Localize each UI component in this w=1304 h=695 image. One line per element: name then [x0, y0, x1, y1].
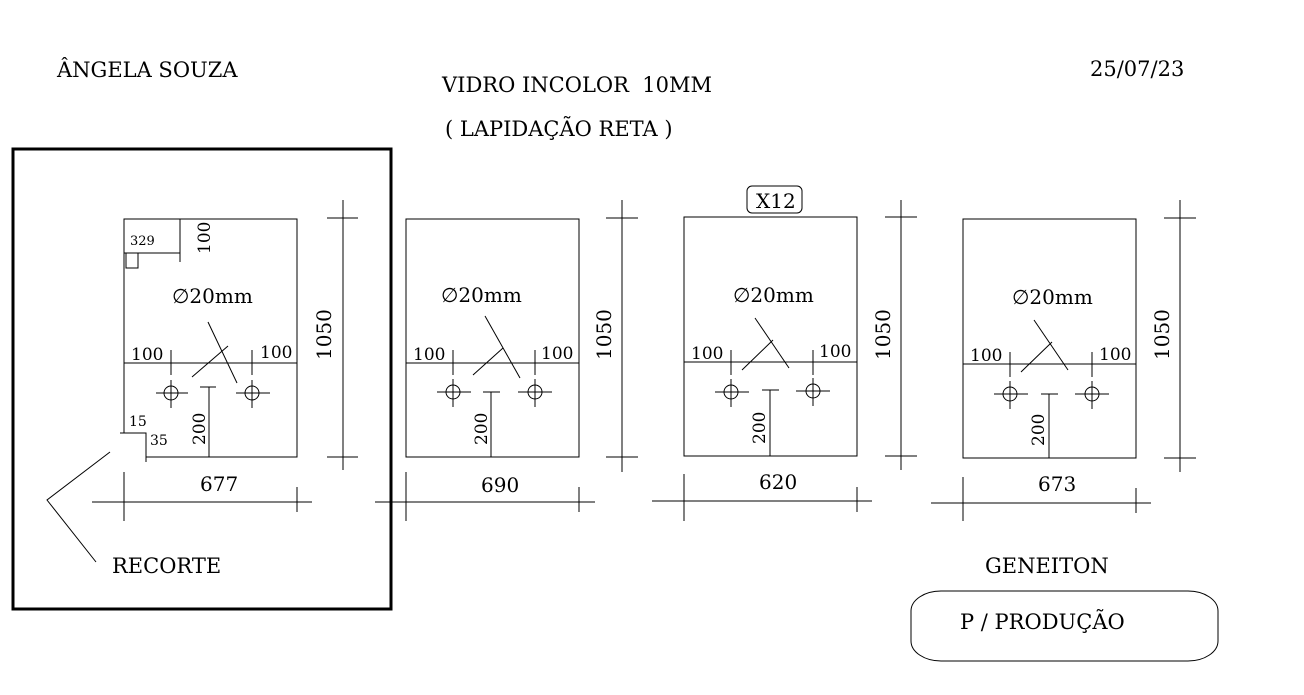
- cutout-arrow: [46, 451, 111, 563]
- glass-subtitle: ( LAPIDAÇÃO RETA ): [445, 117, 673, 141]
- panel-height: 1050: [871, 309, 895, 360]
- left-offset: 100: [413, 345, 445, 365]
- notch-width: 15: [129, 414, 147, 430]
- hole-diameter: ∅20mm: [441, 283, 522, 307]
- panel-quantity: X12: [756, 189, 796, 213]
- author-name: GENEITON: [985, 554, 1109, 578]
- panel-height: 1050: [312, 309, 336, 360]
- hole-height: 200: [1029, 414, 1049, 446]
- panel-width: 690: [481, 473, 519, 497]
- quantity-box: [746, 185, 803, 214]
- right-offset: 100: [260, 343, 292, 363]
- right-offset: 100: [1099, 345, 1131, 365]
- client-name: ÂNGELA SOUZA: [56, 58, 238, 82]
- panel-height: 1050: [1150, 309, 1174, 360]
- right-offset: 100: [541, 344, 573, 364]
- glass-title: VIDRO INCOLOR 10MM: [441, 73, 712, 97]
- hole-diameter: ∅20mm: [172, 284, 253, 308]
- hole-diameter: ∅20mm: [733, 283, 814, 307]
- hole-height: 200: [190, 413, 210, 445]
- notch-height: 35: [150, 433, 168, 449]
- drawing-date: 25/07/23: [1090, 57, 1184, 81]
- corner-cut-width: 329: [130, 234, 155, 249]
- panel-outline: [405, 218, 580, 458]
- cutout-highlight-frame: [11, 147, 393, 611]
- left-offset: 100: [691, 344, 723, 364]
- panel-width: 673: [1038, 472, 1076, 496]
- hole-diameter: ∅20mm: [1012, 285, 1093, 309]
- cutout-label: RECORTE: [112, 554, 221, 578]
- production-stamp-label: P / PRODUÇÃO: [960, 610, 1125, 634]
- panel-width: 677: [200, 472, 238, 496]
- panel-1: 329 100 15 35 ∅20mm 100 100 200 1050: [46, 200, 358, 578]
- corner-cut-height: 100: [195, 222, 215, 254]
- panel-2: ∅20mm 100 100 200 1050 690: [375, 200, 638, 521]
- left-offset: 100: [970, 346, 1002, 366]
- panel-4: ∅20mm 100 100 200 1050 673: [931, 200, 1196, 521]
- panel-3: X12 ∅20mm 100 100 200 1050 620: [652, 185, 917, 521]
- right-offset: 100: [819, 342, 851, 362]
- left-offset: 100: [131, 345, 163, 365]
- panel-height: 1050: [592, 309, 616, 360]
- hole-height: 200: [750, 412, 770, 444]
- corner-cut-box: [125, 252, 139, 269]
- production-stamp: [910, 590, 1219, 662]
- hole-height: 200: [472, 413, 492, 445]
- panel-width: 620: [759, 470, 797, 494]
